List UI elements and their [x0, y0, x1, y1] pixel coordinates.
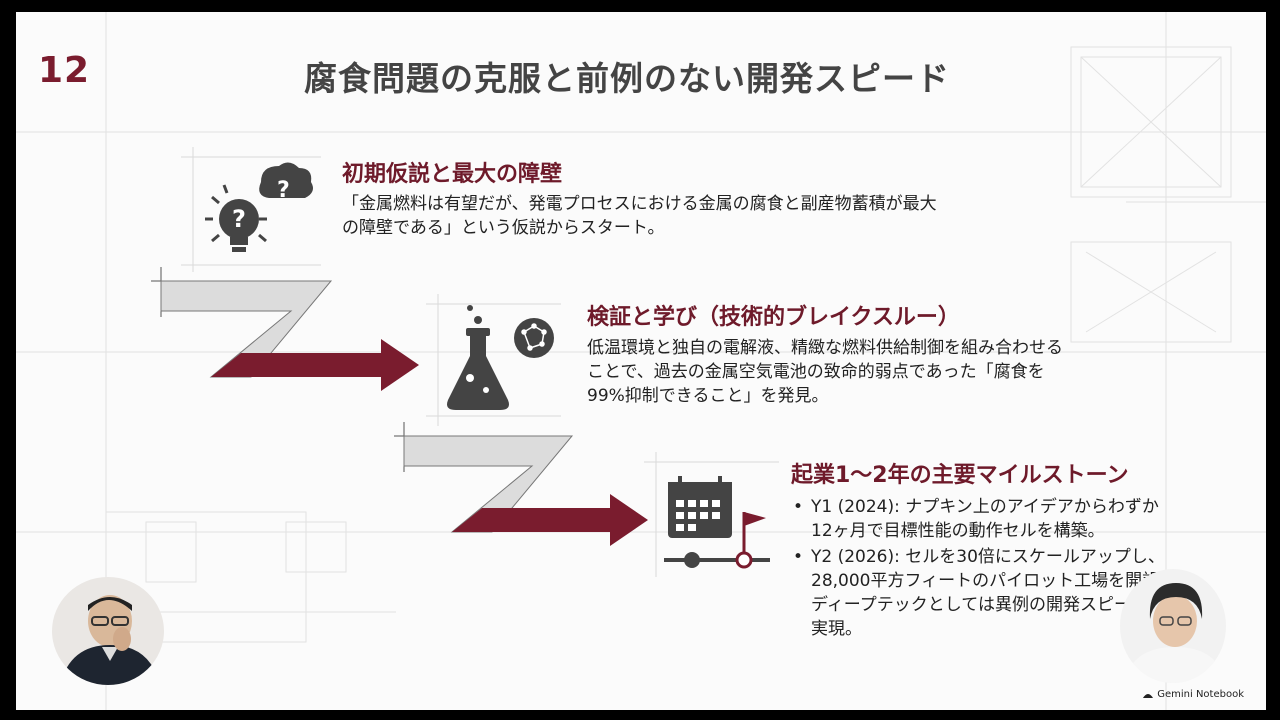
section-1-line: の障壁である」という仮説からスタート。	[342, 218, 665, 238]
slide-title: 腐食問題の克服と前例のない開発スピード	[304, 59, 950, 98]
flask-molecule-icon	[426, 294, 561, 426]
presentation-slide: 12 腐食問題の克服と前例のない開発スピード ? ?	[16, 12, 1266, 710]
milestone-item: Y1 (2024): ナプキン上のアイデアからわずか 12ヶ月で目標性能の動作セ…	[791, 495, 1211, 543]
page-number: 12	[38, 50, 91, 91]
section-1-title: 初期仮説と最大の障壁	[342, 162, 563, 187]
lightbulb-question-icon: ? ?	[181, 147, 321, 272]
milestone-line: 実現。	[811, 619, 862, 639]
section-2-body: 低温環境と独自の電解液、精緻な燃料供給制御を組み合わせる ことで、過去の金属空気…	[587, 336, 1107, 408]
milestone-list: Y1 (2024): ナプキン上のアイデアからわずか 12ヶ月で目標性能の動作セ…	[791, 495, 1211, 643]
section-2-line: ことで、過去の金属空気電池の致命的弱点であった「腐食を	[587, 362, 1045, 382]
svg-text:?: ?	[232, 205, 246, 233]
flow-arrow-2	[394, 422, 648, 546]
brand-label: Gemini Notebook	[1157, 689, 1244, 700]
participant-right	[1120, 569, 1226, 683]
person-avatar	[60, 595, 160, 685]
gemini-logo-icon	[1143, 693, 1154, 698]
section-1-line: 「金属燃料は有望だが、発電プロセスにおける金属の腐食と副産物蓄積が最大	[342, 194, 937, 214]
milestone-line: Y2 (2026): セルを30倍にスケールアップし、	[811, 547, 1165, 567]
milestone-line: 12ヶ月で目標性能の動作セルを構築。	[811, 521, 1105, 541]
brand-watermark: Gemini Notebook	[1143, 689, 1244, 700]
participant-left	[52, 577, 164, 685]
flow-arrow-1	[151, 267, 419, 391]
section-2-line: 低温環境と独自の電解液、精緻な燃料供給制御を組み合わせる	[587, 338, 1063, 358]
section-2-line: 99%抑制できること」を発見。	[587, 386, 829, 406]
milestone-line: Y1 (2024): ナプキン上のアイデアからわずか	[811, 497, 1159, 517]
calendar-flag-icon	[644, 452, 779, 577]
milestone-line: ディープテックとしては異例の開発スピード	[811, 595, 1148, 615]
milestone-item: Y2 (2026): セルを30倍にスケールアップし、 28,000平方フィート…	[791, 545, 1211, 641]
person-avatar	[1124, 583, 1226, 683]
section-1-body: 「金属燃料は有望だが、発電プロセスにおける金属の腐食と副産物蓄積が最大 の障壁で…	[342, 192, 1022, 240]
svg-text:?: ?	[277, 178, 290, 203]
milestone-line: 28,000平方フィートのパイロット工場を開設	[811, 571, 1160, 591]
section-2-title: 検証と学び（技術的ブレイクスルー）	[587, 305, 960, 330]
section-3-title: 起業1～2年の主要マイルストーン	[791, 463, 1129, 488]
blueprint-background	[16, 12, 1266, 710]
